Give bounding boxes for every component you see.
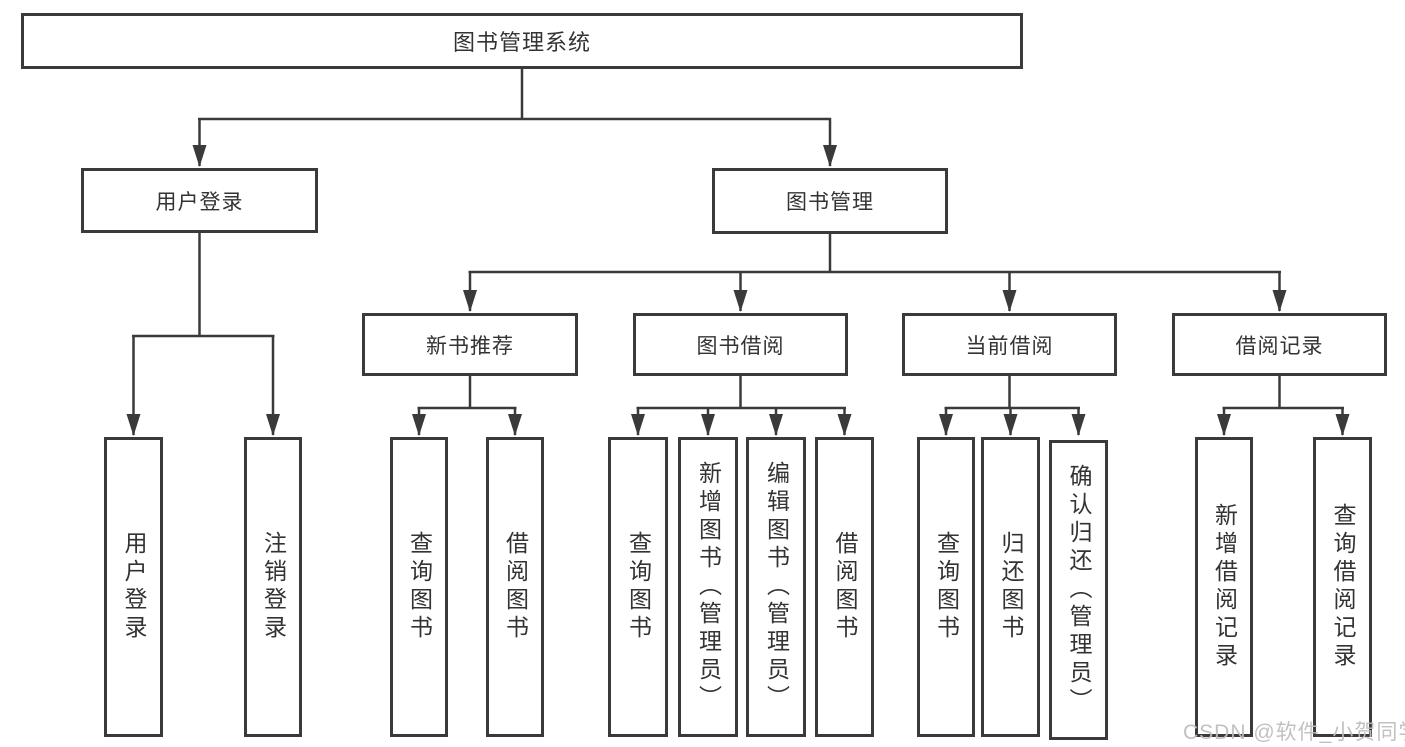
node-leaf-query-borrow-record: 查询借阅记录 — [1313, 437, 1372, 737]
node-leaf-borrow-books-borrowing: 借阅图书 — [815, 437, 874, 737]
node-leaf-borrow-books-recommend: 借阅图书 — [486, 437, 544, 737]
node-current-borrowing: 当前借阅 — [902, 313, 1117, 376]
node-leaf-query-books-borrowing: 查询图书 — [608, 437, 668, 737]
node-borrowing-records: 借阅记录 — [1172, 313, 1387, 376]
node-leaf-confirm-return-admin: 确认归还（管理员） — [1049, 440, 1108, 740]
node-root: 图书管理系统 — [21, 13, 1023, 69]
node-user-login: 用户登录 — [81, 168, 318, 233]
node-leaf-user-login: 用户登录 — [104, 437, 163, 737]
node-book-management: 图书管理 — [712, 168, 948, 234]
node-leaf-add-borrow-record: 新增借阅记录 — [1195, 437, 1253, 737]
node-new-book-recommend: 新书推荐 — [362, 313, 578, 376]
node-leaf-query-books-recommend: 查询图书 — [390, 437, 448, 737]
node-book-borrowing: 图书借阅 — [633, 313, 848, 376]
watermark: CSDN @软件_小贺同学 — [1183, 721, 1405, 744]
node-leaf-logout: 注销登录 — [244, 437, 302, 737]
node-leaf-add-books-admin: 新增图书（管理员） — [678, 437, 738, 737]
node-leaf-query-books-current: 查询图书 — [917, 437, 975, 737]
node-leaf-edit-books-admin: 编辑图书（管理员） — [746, 437, 806, 737]
node-leaf-return-books: 归还图书 — [981, 437, 1040, 737]
